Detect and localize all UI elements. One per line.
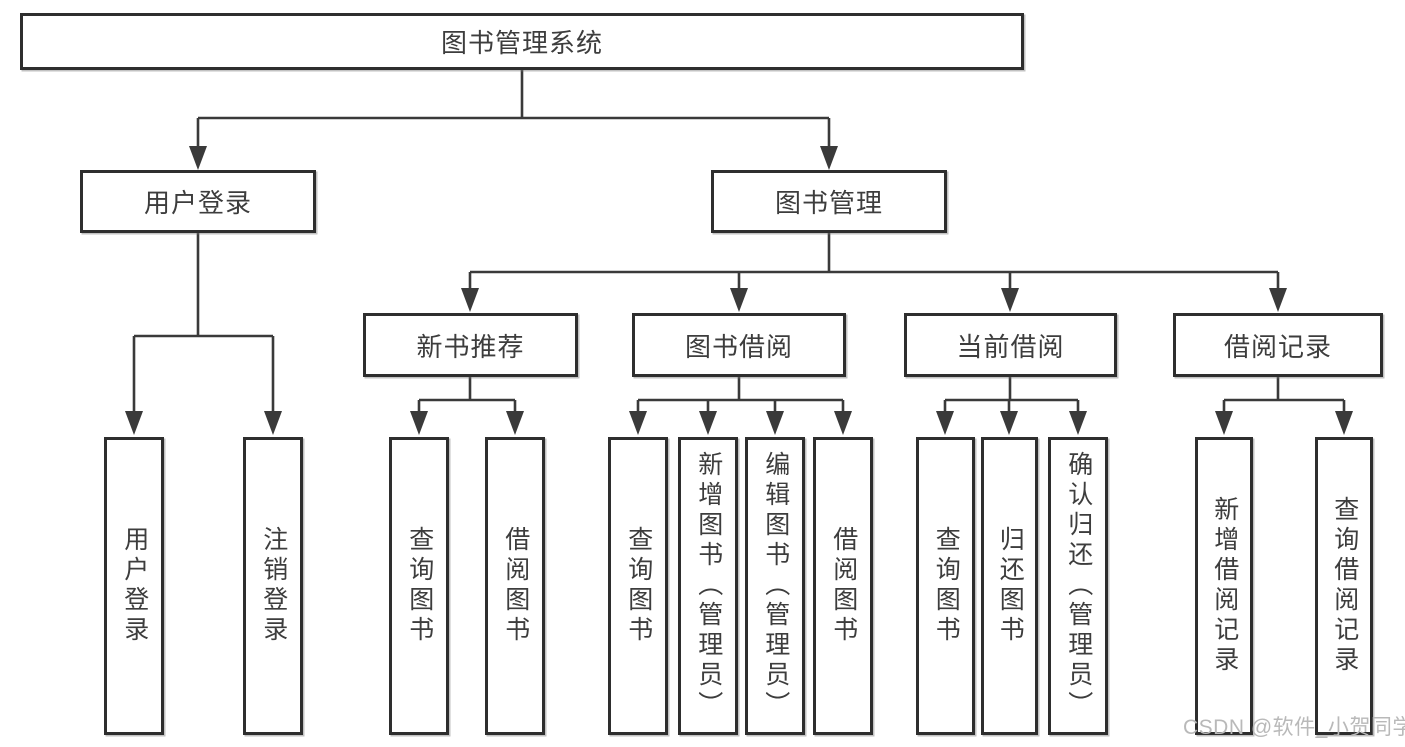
connector-current-borrow-trunk bbox=[945, 377, 1078, 402]
leaf-query-books-recommend: 查询图书 bbox=[389, 437, 449, 735]
leaf-query-books-current-label: 查询图书 bbox=[932, 526, 961, 646]
csdn-watermark: CSDN @软件_小贺同学 bbox=[1183, 716, 1405, 739]
leaf-borrow-books-recommend-label: 借阅图书 bbox=[501, 526, 530, 646]
leaf-query-borrow-record: 查询借阅记录 bbox=[1315, 437, 1373, 735]
node-user-login-label: 用户登录 bbox=[143, 188, 252, 218]
node-book-management-label: 图书管理 bbox=[774, 188, 883, 218]
connector-root-trunk bbox=[198, 70, 829, 120]
node-new-book-recommend: 新书推荐 bbox=[363, 313, 578, 377]
leaf-user-login-label: 用户登录 bbox=[120, 526, 149, 646]
leaf-add-borrow-record-label: 新增借阅记录 bbox=[1210, 496, 1239, 676]
connector-book-management-trunk bbox=[470, 233, 1278, 274]
node-book-borrow-label: 图书借阅 bbox=[684, 331, 793, 362]
node-new-book-recommend-label: 新书推荐 bbox=[416, 331, 525, 362]
leaf-return-book-label: 归还图书 bbox=[996, 526, 1025, 646]
leaf-return-book: 归还图书 bbox=[981, 437, 1038, 735]
leaf-edit-book-admin-label: 编辑图书（管理员） bbox=[761, 451, 790, 721]
leaf-logout-label: 注销登录 bbox=[259, 526, 288, 646]
leaf-confirm-return-admin-label: 确认归还（管理员） bbox=[1064, 451, 1093, 721]
connector-user-login-trunk bbox=[134, 233, 273, 338]
connector-borrow-records-trunk bbox=[1224, 377, 1344, 402]
leaf-query-borrow-record-label: 查询借阅记录 bbox=[1330, 496, 1359, 676]
node-book-management: 图书管理 bbox=[711, 170, 947, 233]
leaf-query-books-borrow-label: 查询图书 bbox=[624, 526, 653, 646]
leaf-query-books-current: 查询图书 bbox=[916, 437, 975, 735]
leaf-edit-book-admin: 编辑图书（管理员） bbox=[745, 437, 805, 735]
node-book-borrow: 图书借阅 bbox=[632, 313, 846, 377]
node-library-system: 图书管理系统 bbox=[20, 13, 1024, 70]
node-library-system-label: 图书管理系统 bbox=[440, 28, 603, 58]
node-borrow-records: 借阅记录 bbox=[1173, 313, 1383, 377]
leaf-add-book-admin-label: 新增图书（管理员） bbox=[694, 451, 723, 721]
leaf-query-books-recommend-label: 查询图书 bbox=[405, 526, 434, 646]
leaf-borrow-books-borrow: 借阅图书 bbox=[813, 437, 873, 735]
leaf-confirm-return-admin: 确认归还（管理员） bbox=[1048, 437, 1108, 735]
leaf-add-borrow-record: 新增借阅记录 bbox=[1195, 437, 1253, 735]
node-borrow-records-label: 借阅记录 bbox=[1223, 331, 1332, 362]
leaf-query-books-borrow: 查询图书 bbox=[608, 437, 668, 735]
leaf-logout: 注销登录 bbox=[243, 437, 303, 735]
leaf-user-login: 用户登录 bbox=[104, 437, 164, 735]
leaf-borrow-books-recommend: 借阅图书 bbox=[485, 437, 545, 735]
connector-new-book-trunk bbox=[419, 377, 515, 402]
leaf-borrow-books-borrow-label: 借阅图书 bbox=[829, 526, 858, 646]
node-current-borrow-label: 当前借阅 bbox=[956, 331, 1065, 362]
node-user-login: 用户登录 bbox=[80, 170, 316, 233]
leaf-add-book-admin: 新增图书（管理员） bbox=[678, 437, 738, 735]
connector-book-borrow-trunk bbox=[638, 377, 843, 402]
node-current-borrow: 当前借阅 bbox=[904, 313, 1117, 377]
